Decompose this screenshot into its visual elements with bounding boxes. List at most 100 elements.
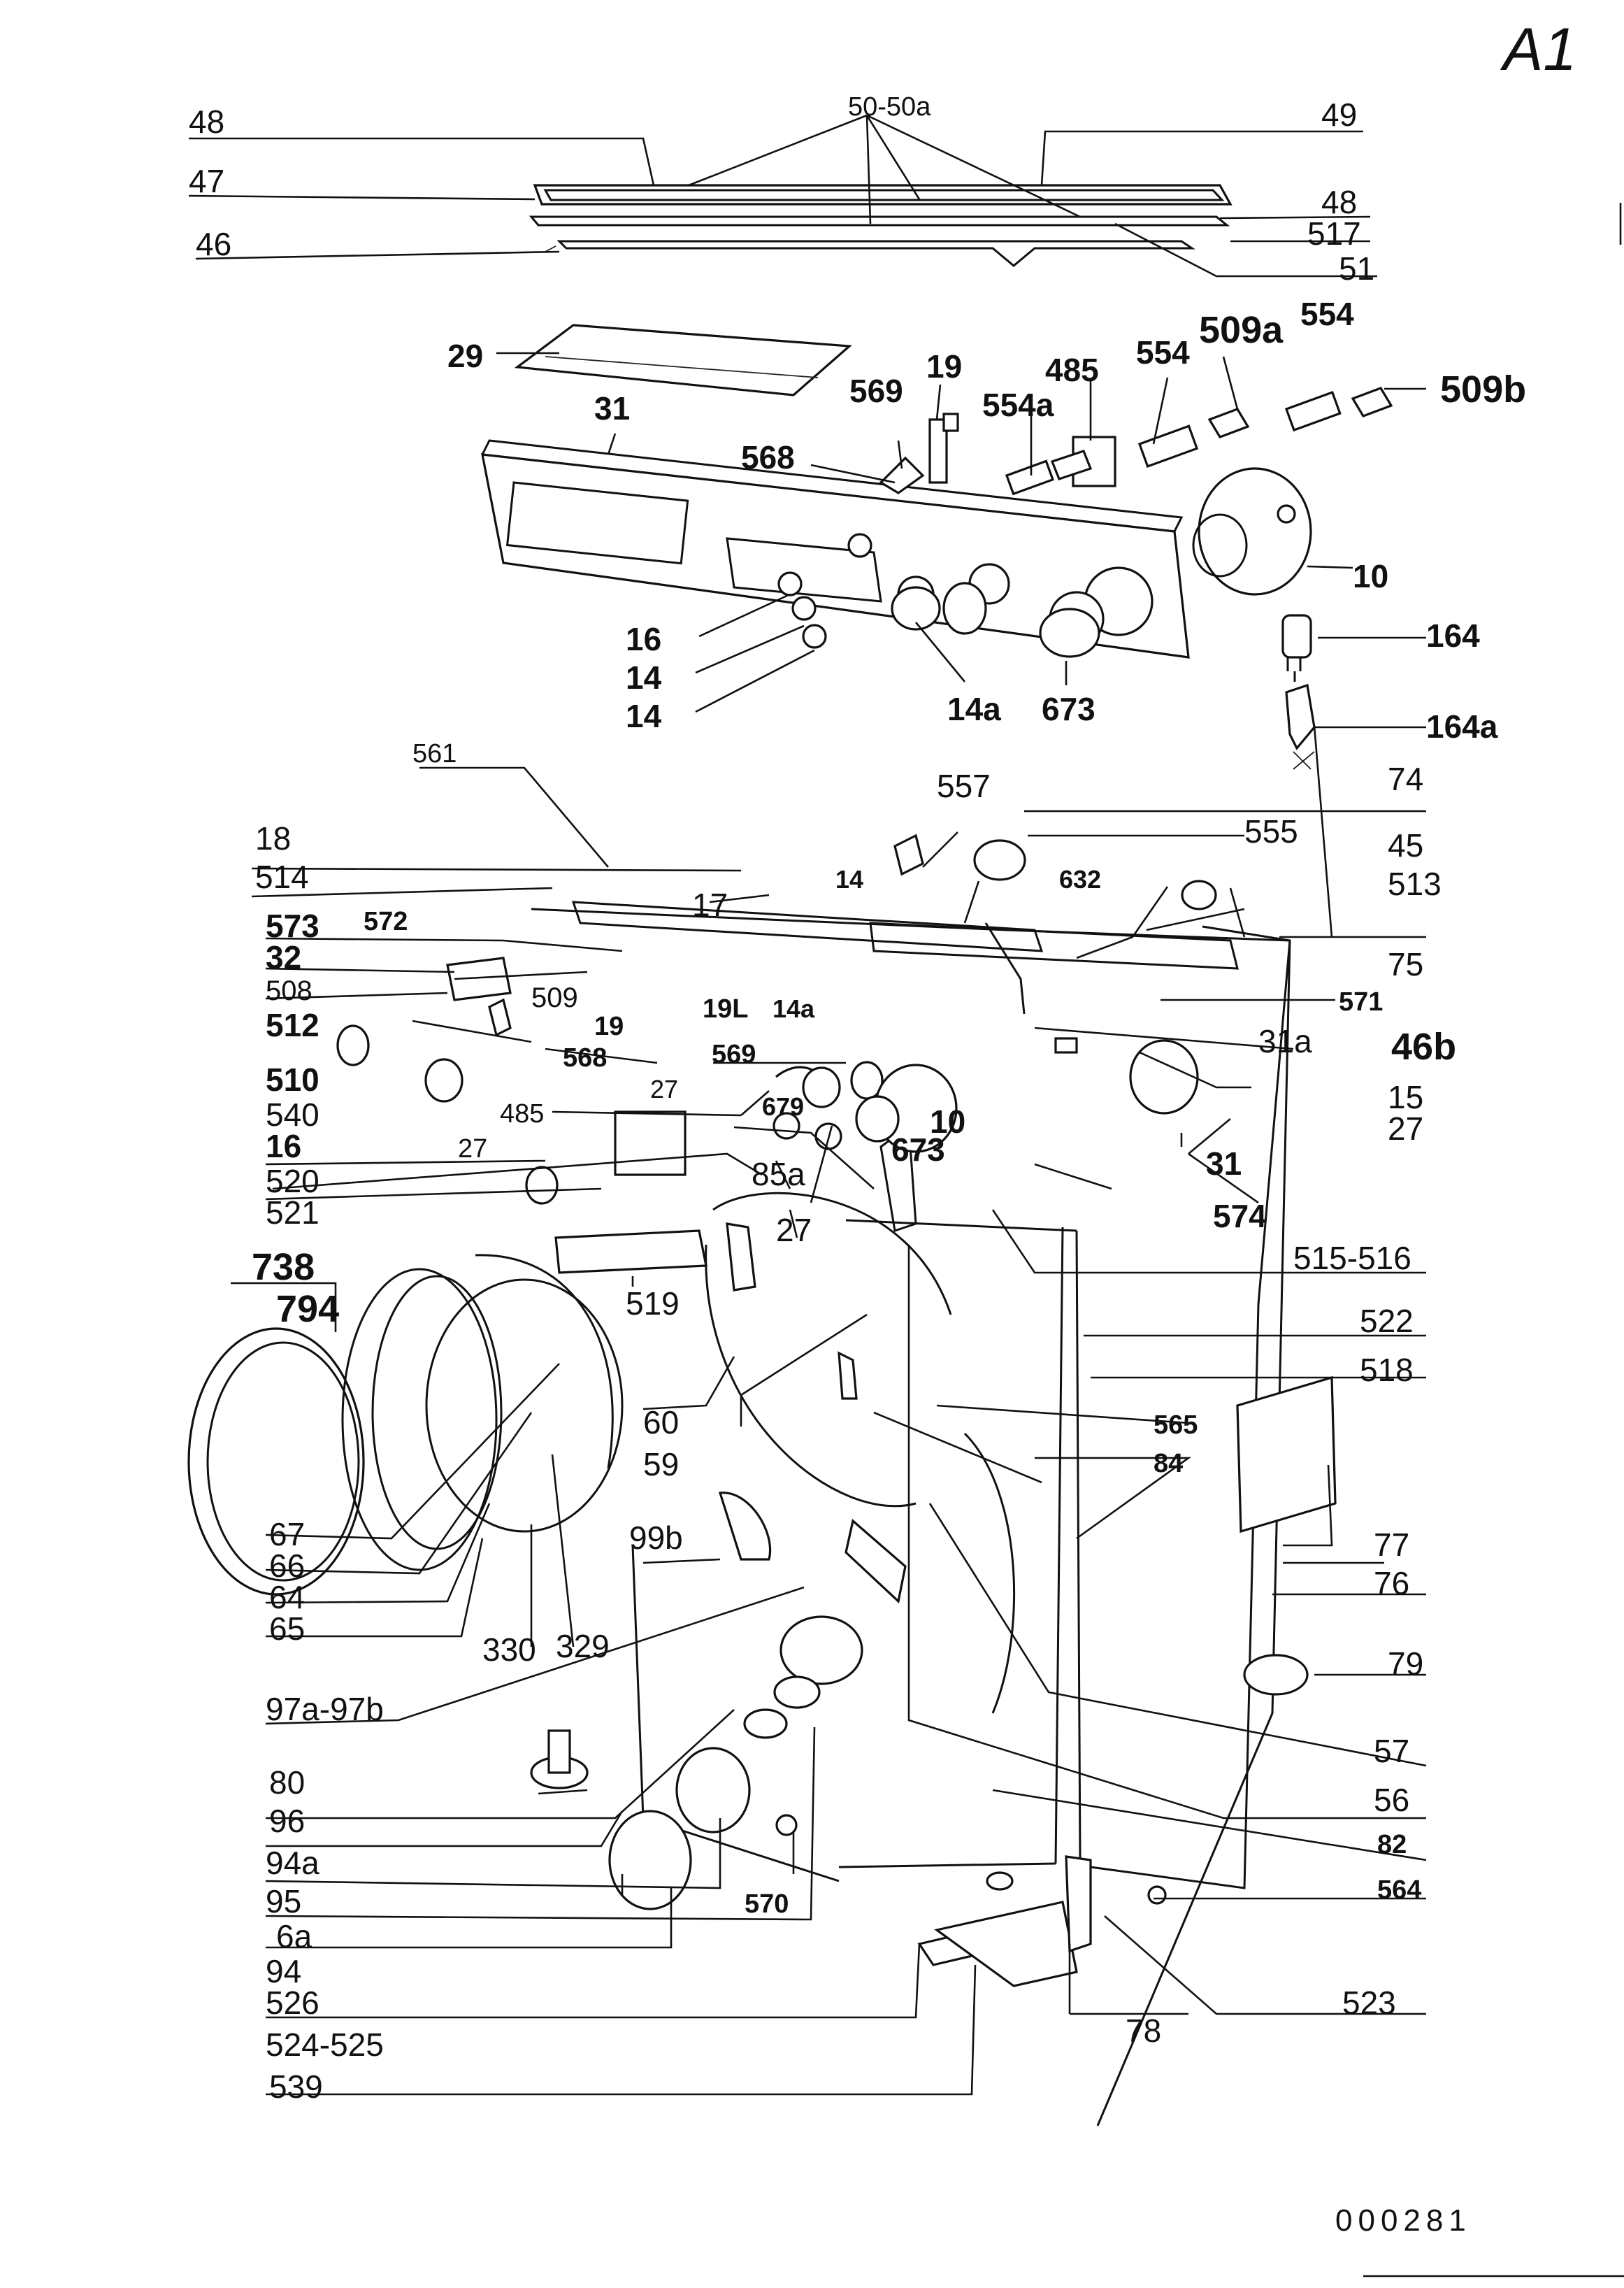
label-96: 96 [269,1803,305,1839]
label-569: 569 [849,373,903,409]
label-14a: 14a [947,691,1001,727]
label-568: 568 [741,439,795,476]
label-94a: 94a [266,1845,319,1881]
label-564: 564 [1377,1875,1421,1905]
label-60: 60 [643,1404,679,1440]
part-29-strip [514,324,852,396]
label-45: 45 [1388,827,1423,864]
label-570: 570 [745,1889,789,1919]
label-517: 517 [1307,215,1361,252]
label-510: 510 [266,1061,319,1098]
label-27-inner: 27 [650,1075,678,1103]
label-485: 485 [1045,352,1099,388]
label-99b: 99b [629,1520,683,1556]
label-513: 513 [1388,866,1442,902]
label-554: 554 [1136,334,1190,371]
part-164-connector [1281,614,1316,770]
label-557: 557 [937,768,991,804]
label-164a: 164a [1426,708,1498,745]
label-48b: 48 [1321,184,1357,220]
label-794: 794 [276,1288,339,1330]
label-569-inner: 569 [712,1040,756,1069]
label-14a-inner: 14a [773,994,815,1023]
label-6a: 6a [276,1918,312,1954]
label-19L: 19L [703,994,748,1024]
label-485-inner: 485 [500,1099,544,1129]
label-84: 84 [1154,1449,1183,1478]
label-47: 47 [189,163,224,199]
label-74: 74 [1388,761,1423,797]
label-508: 508 [266,975,312,1006]
label-554a: 554a [982,387,1054,423]
label-27-mid: 27 [776,1212,812,1248]
leader-lines [188,114,1427,2096]
label-64: 64 [269,1579,305,1615]
label-520: 520 [266,1163,319,1199]
label-56: 56 [1374,1782,1409,1818]
part-labels: 48 47 46 50-50a 49 48 517 51 29 31 569 1… [189,92,1526,2105]
label-78: 78 [1126,2012,1161,2049]
label-85a: 85a [752,1156,805,1192]
label-19-inner: 19 [594,1012,624,1041]
label-509: 509 [531,982,578,1013]
sheet-corner-code: A1 [1500,16,1576,83]
cabinet-body [531,901,1291,2126]
label-14-lower: 14 [626,698,662,734]
label-80: 80 [269,1764,305,1801]
lid-assembly [529,184,1233,267]
label-673: 673 [1042,691,1095,727]
inner-upper-parts [773,834,1217,1153]
label-31a: 31a [1258,1023,1312,1059]
label-574: 574 [1213,1198,1267,1234]
label-49: 49 [1321,96,1357,133]
label-79: 79 [1388,1645,1423,1682]
label-330: 330 [482,1631,536,1668]
label-97a-97b: 97a-97b [266,1691,384,1727]
label-519: 519 [626,1285,680,1322]
label-67: 67 [269,1516,305,1552]
label-32: 32 [266,939,301,975]
label-46b: 46b [1391,1026,1456,1068]
label-523: 523 [1342,1985,1396,2021]
label-509a: 509a [1199,309,1284,351]
label-568-inner: 568 [563,1043,607,1073]
document-number: 000281 [1335,2203,1472,2238]
label-572: 572 [364,907,408,936]
label-14: 14 [626,659,662,696]
label-14-inner: 14 [835,865,863,894]
label-632: 632 [1059,865,1101,894]
left-fittings [336,957,858,1400]
label-50-50a: 50-50a [848,92,931,122]
drum-tub [705,1192,1016,1714]
label-65: 65 [269,1610,305,1647]
label-66: 66 [269,1547,305,1584]
knobs-cluster [777,571,1100,658]
door-porthole [187,1254,624,1596]
label-561: 561 [412,739,457,768]
label-48a: 48 [189,103,224,140]
label-27-right: 27 [1388,1110,1423,1147]
label-518: 518 [1360,1352,1414,1388]
label-27-left: 27 [458,1134,487,1164]
label-19: 19 [926,348,962,385]
label-164: 164 [1426,617,1480,654]
label-75: 75 [1388,946,1423,982]
label-77: 77 [1374,1526,1409,1563]
base-feet [917,1375,1337,1987]
switch-row-top [879,387,1393,496]
label-509b: 509b [1440,369,1526,410]
label-95: 95 [266,1883,301,1919]
label-554-right: 554 [1300,296,1354,332]
label-16-inner: 16 [266,1128,301,1164]
label-31-inner: 31 [1206,1145,1242,1182]
label-59: 59 [643,1446,679,1482]
label-15: 15 [1388,1079,1423,1115]
label-82: 82 [1377,1830,1407,1859]
label-514: 514 [255,859,309,895]
label-57: 57 [1374,1733,1409,1769]
label-46: 46 [196,226,231,262]
label-18: 18 [255,820,291,857]
label-329: 329 [556,1628,610,1664]
label-29: 29 [447,338,483,374]
